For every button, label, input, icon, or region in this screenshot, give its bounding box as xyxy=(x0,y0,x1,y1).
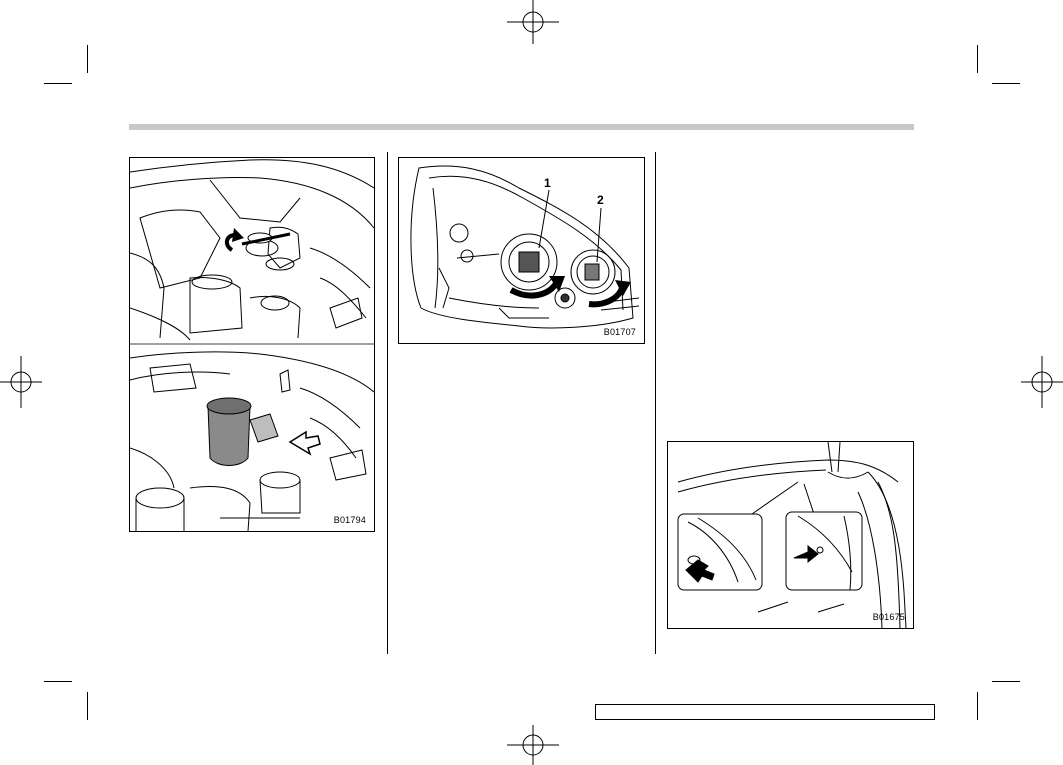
crop-mark-icon xyxy=(44,83,72,84)
figure-code: B01707 xyxy=(603,327,636,337)
arrow-icon xyxy=(588,280,631,308)
engine-cap-illustration xyxy=(130,159,374,531)
trunk-illustration xyxy=(677,442,907,628)
crop-mark-icon xyxy=(87,692,88,720)
header-bar xyxy=(129,124,914,130)
arrow-icon xyxy=(509,276,565,299)
callout-1: 1 xyxy=(544,176,551,190)
figure-code: B01794 xyxy=(333,515,366,525)
crop-mark-icon xyxy=(87,45,88,73)
figure-trunk: B01675 xyxy=(667,441,914,629)
arrow-icon xyxy=(288,430,321,456)
figure-headlight: 1 2 B01707 xyxy=(398,157,645,344)
crop-mark-icon xyxy=(992,681,1020,682)
registration-target-icon xyxy=(507,0,559,44)
figure-engine-cap: B01794 xyxy=(129,157,375,532)
registration-target-icon xyxy=(1021,356,1063,408)
footer-box xyxy=(595,704,935,720)
crop-mark-icon xyxy=(977,692,978,720)
headlight-illustration xyxy=(410,165,640,329)
column-divider xyxy=(387,152,388,654)
column-divider xyxy=(655,152,656,654)
registration-target-icon xyxy=(0,356,42,408)
crop-mark-icon xyxy=(977,45,978,73)
registration-target-icon xyxy=(507,725,559,765)
arrow-icon xyxy=(224,228,244,252)
crop-mark-icon xyxy=(44,681,72,682)
crop-mark-icon xyxy=(992,83,1020,84)
figure-code: B01675 xyxy=(872,612,905,622)
callout-2: 2 xyxy=(597,193,604,207)
